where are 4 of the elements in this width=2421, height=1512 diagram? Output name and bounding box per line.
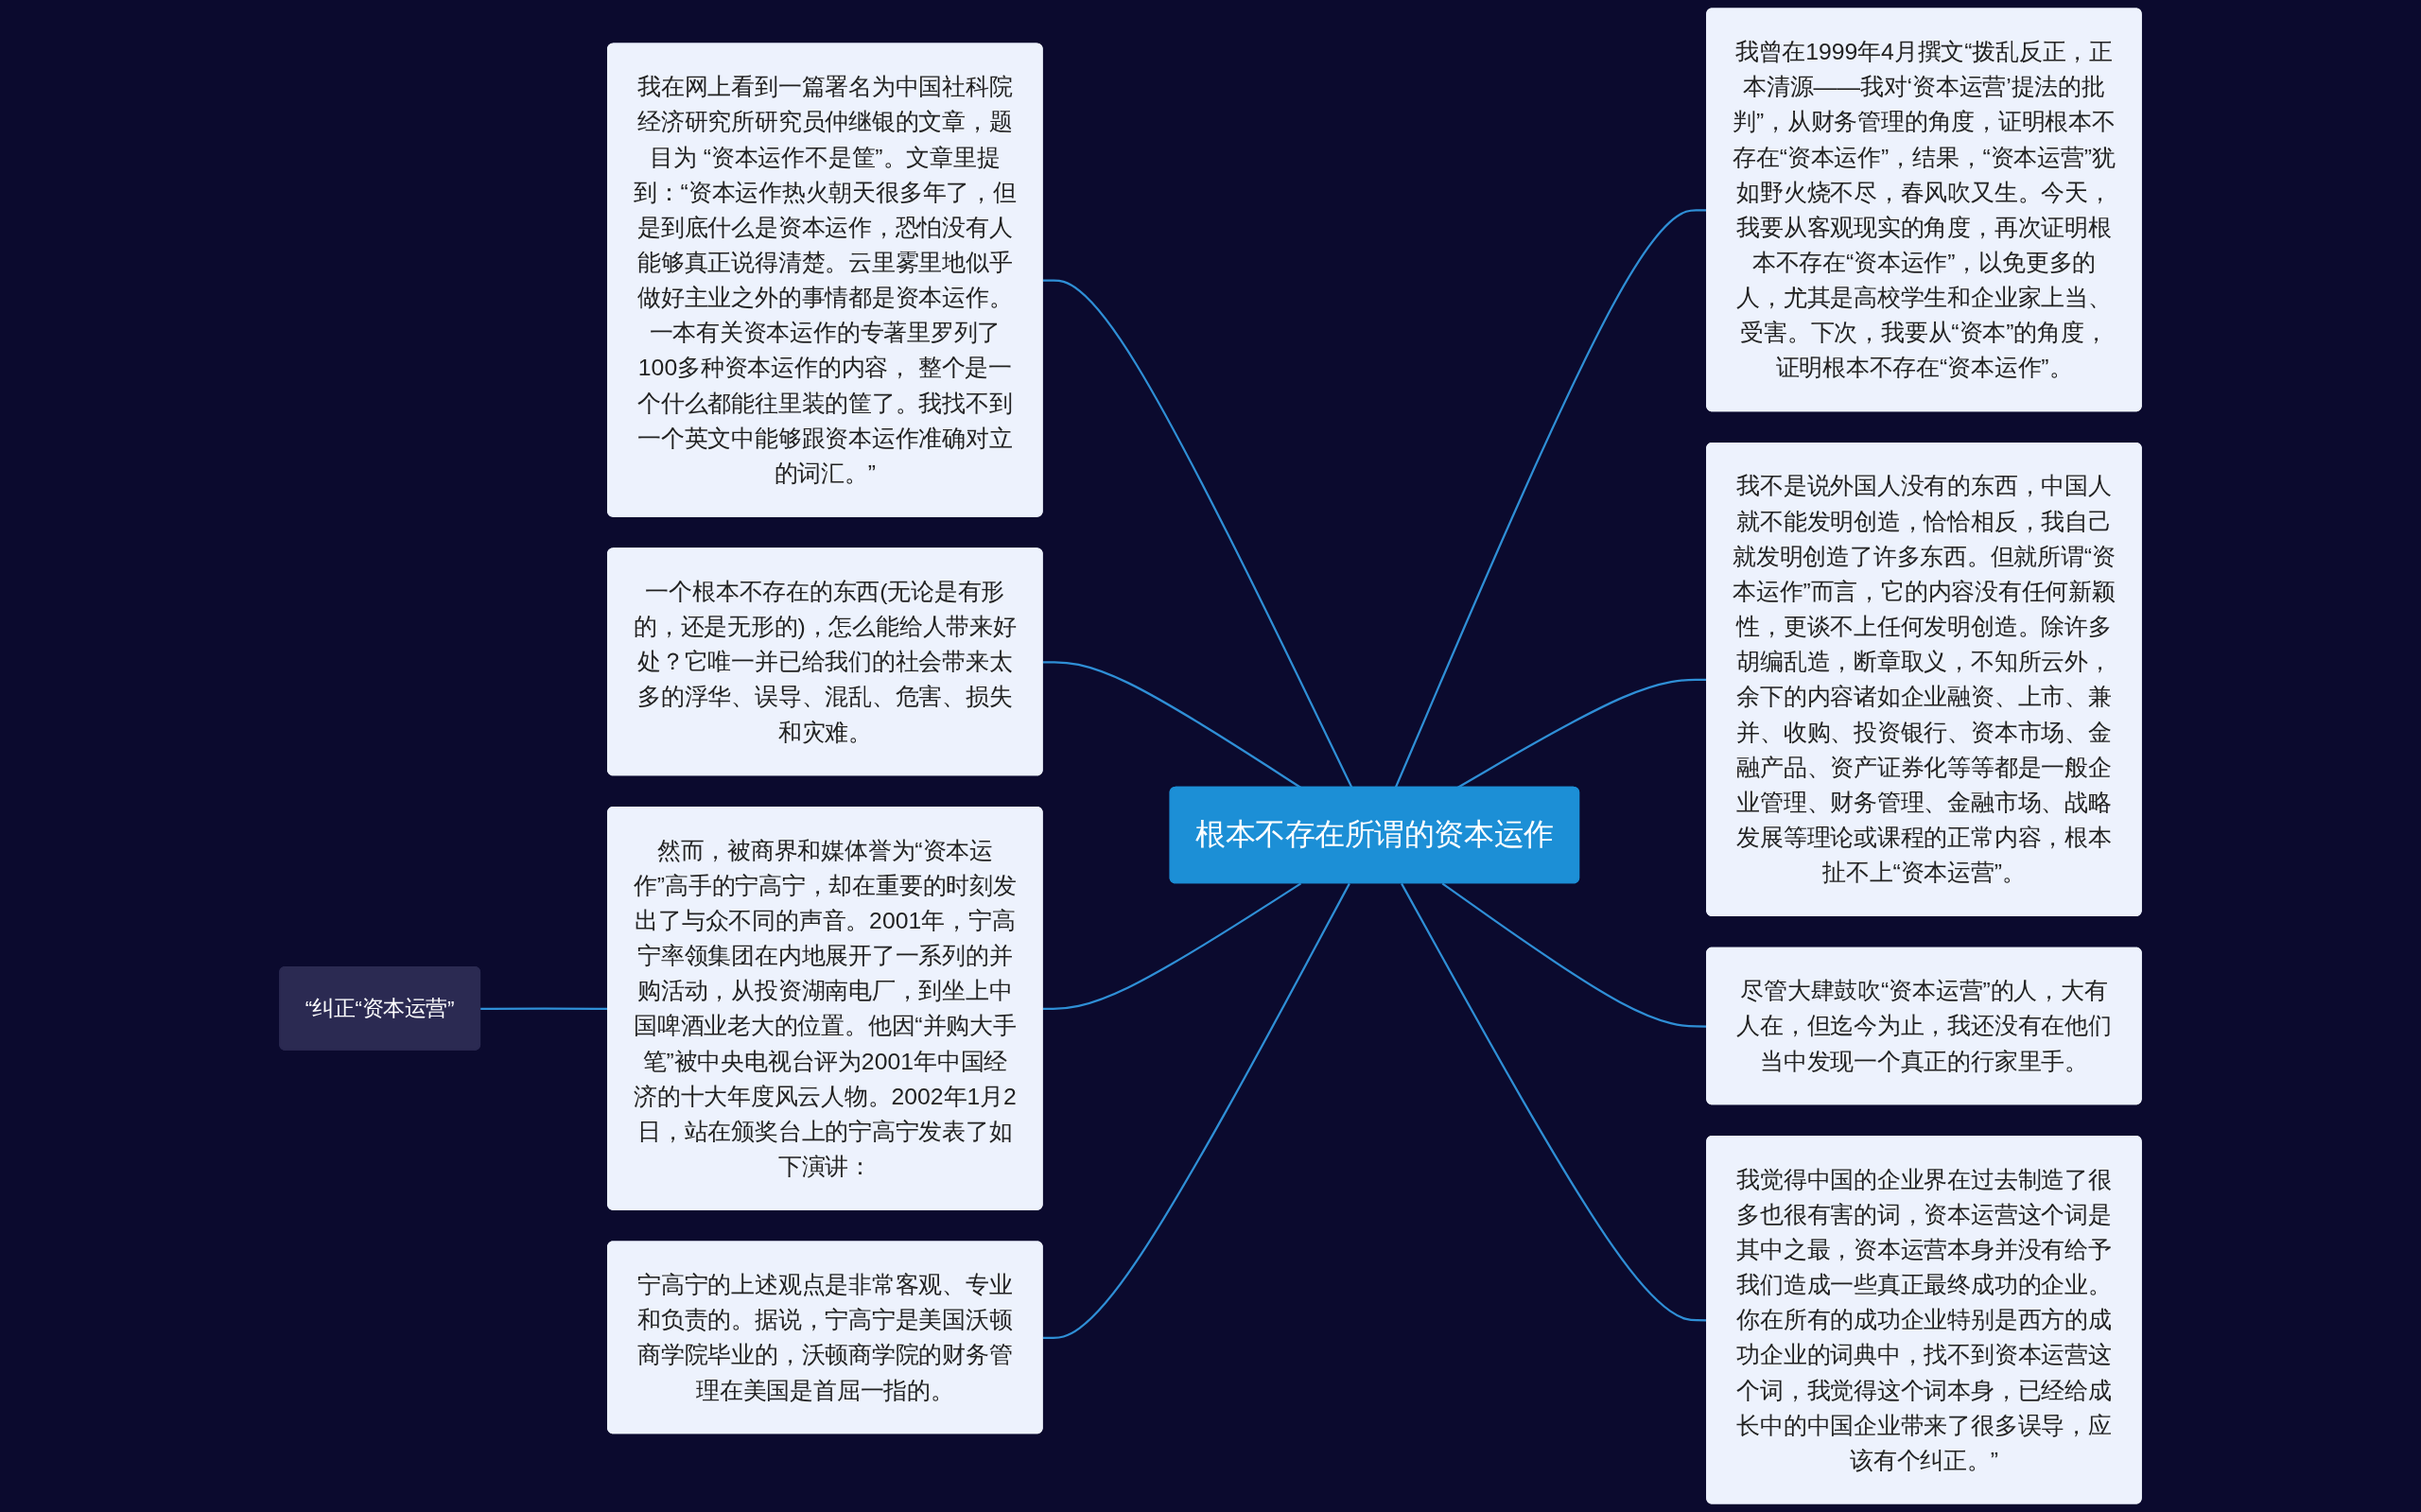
connector: [1042, 661, 1302, 789]
connector: [1042, 882, 1350, 1339]
connector: [1042, 882, 1302, 1011]
connector: [1042, 279, 1353, 789]
